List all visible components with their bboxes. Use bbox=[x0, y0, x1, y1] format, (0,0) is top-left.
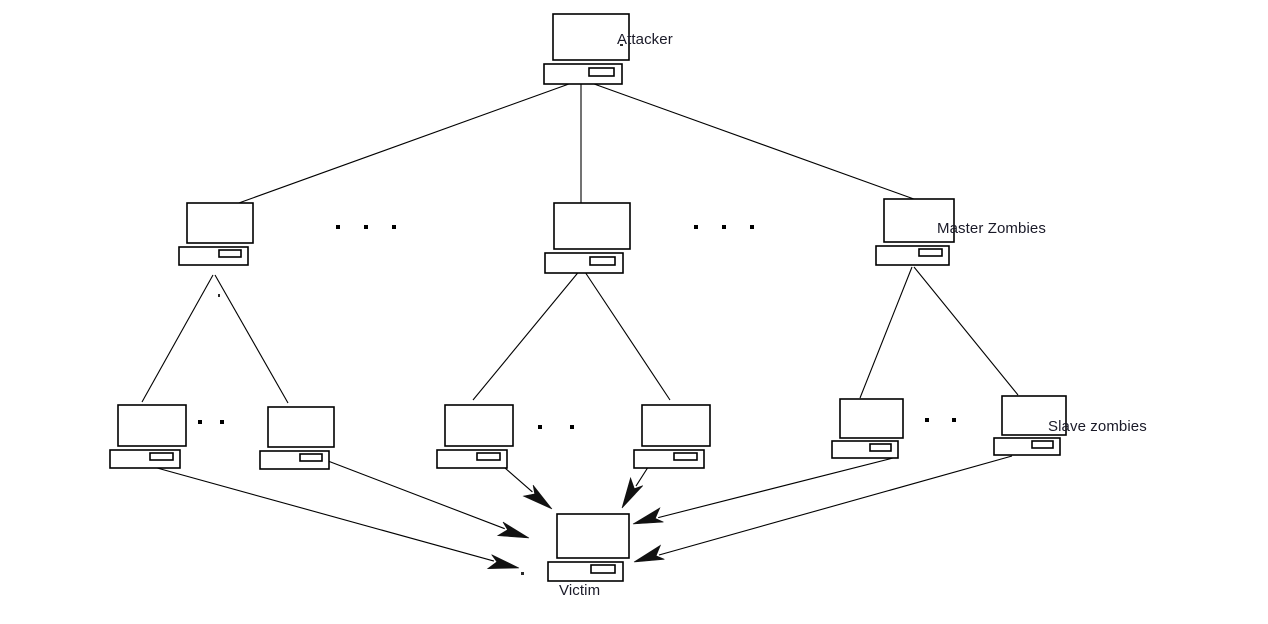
control-link bbox=[235, 79, 581, 205]
computer-node-slave-2 bbox=[259, 406, 335, 470]
arrowhead-icon bbox=[621, 476, 644, 509]
attack-flow-line bbox=[138, 462, 495, 562]
drive-slot-icon bbox=[476, 452, 501, 461]
monitor-icon bbox=[556, 513, 630, 559]
monitor-icon bbox=[839, 398, 904, 439]
ellipsis-dot bbox=[925, 418, 929, 422]
ellipsis-dot bbox=[750, 225, 754, 229]
control-link bbox=[859, 266, 913, 399]
control-link bbox=[582, 268, 671, 401]
drive-slot-icon bbox=[673, 452, 698, 461]
drive-slot-icon bbox=[869, 443, 892, 452]
control-link bbox=[214, 274, 289, 404]
ellipsis-dot bbox=[570, 425, 574, 429]
drive-slot-icon bbox=[1031, 440, 1054, 449]
computer-node-master-2 bbox=[544, 202, 631, 274]
computer-node-attacker-1 bbox=[543, 13, 630, 85]
computer-node-slave-4 bbox=[633, 404, 711, 469]
ellipsis-dot bbox=[694, 225, 698, 229]
computer-node-victim-1 bbox=[547, 513, 630, 582]
drive-slot-icon bbox=[589, 256, 616, 266]
computer-node-slave-6 bbox=[993, 395, 1067, 456]
ellipsis-dot bbox=[722, 225, 726, 229]
control-link bbox=[913, 266, 1019, 396]
artifact-speck bbox=[521, 572, 524, 575]
computer-node-slave-5 bbox=[831, 398, 904, 459]
label-slave-zombies: Slave zombies bbox=[1048, 418, 1147, 435]
artifact-speck bbox=[620, 44, 623, 46]
monitor-icon bbox=[444, 404, 514, 447]
computer-node-master-3 bbox=[875, 198, 955, 266]
monitor-icon bbox=[1001, 395, 1067, 436]
computer-node-slave-1 bbox=[109, 404, 187, 469]
monitor-icon bbox=[117, 404, 187, 447]
control-link bbox=[472, 268, 582, 401]
attack-flow bbox=[138, 462, 520, 570]
drive-slot-icon bbox=[218, 249, 242, 258]
control-link bbox=[141, 274, 214, 403]
ellipsis-dot bbox=[364, 225, 368, 229]
ellipsis-dot bbox=[392, 225, 396, 229]
label-victim: Victim bbox=[559, 582, 601, 599]
drive-slot-icon bbox=[588, 67, 615, 77]
monitor-icon bbox=[186, 202, 254, 244]
attack-flow-line bbox=[658, 457, 894, 519]
monitor-icon bbox=[553, 202, 631, 250]
arrowhead-icon bbox=[522, 484, 553, 510]
ellipsis-dot bbox=[336, 225, 340, 229]
computer-node-slave-3 bbox=[436, 404, 514, 469]
attack-flow-line bbox=[327, 460, 505, 530]
attack-flow bbox=[327, 460, 530, 539]
drive-slot-icon bbox=[918, 248, 943, 257]
monitor-icon bbox=[267, 406, 335, 448]
arrowhead-icon bbox=[496, 521, 530, 539]
label-attacker: Attacker bbox=[617, 31, 673, 48]
ellipsis-dot bbox=[198, 420, 202, 424]
drive-slot-icon bbox=[149, 452, 174, 461]
arrowhead-icon bbox=[632, 507, 664, 525]
ellipsis-dot bbox=[538, 425, 542, 429]
arrowhead-icon bbox=[633, 544, 665, 563]
ellipsis-dot bbox=[220, 420, 224, 424]
monitor-icon bbox=[883, 198, 955, 243]
computer-node-master-1 bbox=[178, 202, 254, 266]
drive-slot-icon bbox=[299, 453, 323, 462]
drive-slot-icon bbox=[590, 564, 616, 574]
attack-flow-line bbox=[658, 455, 1013, 556]
artifact-speck bbox=[218, 294, 220, 297]
ellipsis-dot bbox=[952, 418, 956, 422]
monitor-icon bbox=[552, 13, 630, 61]
attack-flow bbox=[632, 457, 894, 525]
arrowhead-icon bbox=[486, 554, 520, 570]
label-master-zombies: Master Zombies bbox=[937, 220, 1046, 237]
attack-flow bbox=[633, 455, 1013, 563]
monitor-icon bbox=[641, 404, 711, 447]
control-link bbox=[582, 79, 926, 204]
